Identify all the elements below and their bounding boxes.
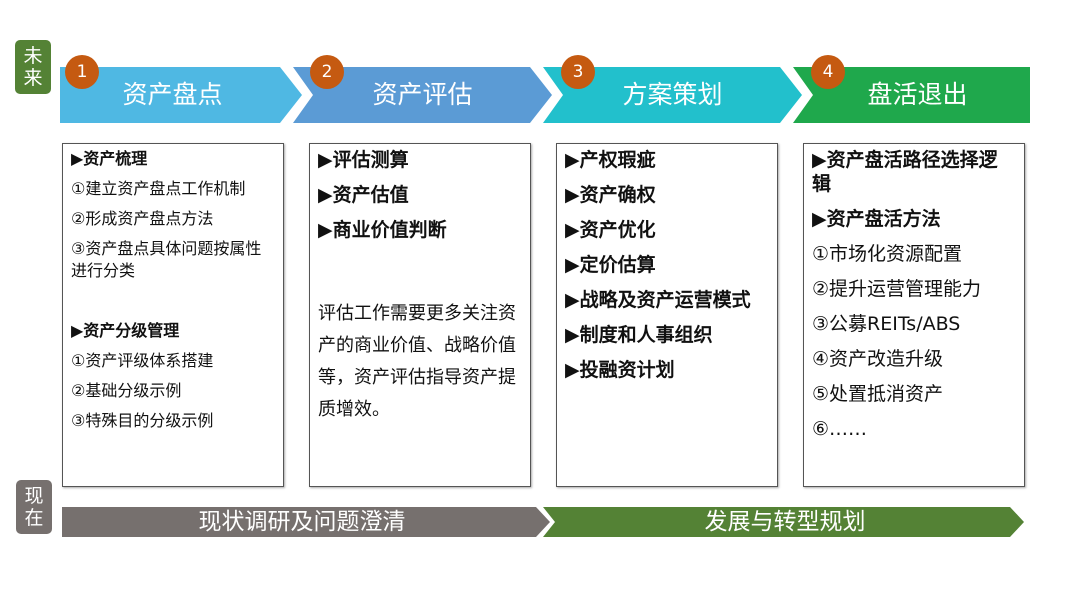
list-item: ②提升运营管理能力: [812, 278, 982, 300]
list-item: ③资产盘点具体问题按属性进行分类: [71, 239, 262, 280]
stage-title-1: 资产盘点: [122, 80, 223, 109]
list-item: ▶投融资计划: [565, 359, 675, 381]
future-label: 未来: [15, 40, 51, 94]
list-item: ⑥……: [812, 418, 868, 440]
list-item: ▶商业价值判断: [318, 219, 447, 241]
stage-box-1: ▶资产梳理 ①建立资产盘点工作机制 ②形成资产盘点方法 ③资产盘点具体问题按属性…: [62, 143, 284, 487]
stage-arrow-4: [793, 67, 1030, 123]
evaluation-paragraph: 评估工作需要更多关注资产的商业价值、战略价值等，资产评估指导资产提质增效。: [318, 303, 516, 420]
stage-arrow-2: [293, 67, 552, 123]
list-item: ③公募REITs/ABS: [812, 313, 961, 335]
list-item: ▶产权瑕疵: [565, 149, 656, 171]
list-item: ①资产评级体系搭建: [71, 351, 214, 370]
list-item: ▶战略及资产运营模式: [565, 289, 751, 311]
stage-box-3: ▶产权瑕疵 ▶资产确权 ▶资产优化 ▶定价估算 ▶战略及资产运营模式 ▶制度和人…: [556, 143, 778, 487]
list-item: ▶资产盘活方法: [812, 208, 941, 230]
list-item: ▶资产分级管理: [71, 321, 180, 340]
stage-badge-2: 2: [310, 55, 344, 89]
list-item: ①市场化资源配置: [812, 243, 963, 265]
stage-badge-3: 3: [561, 55, 595, 89]
list-item: ▶资产确权: [565, 184, 656, 206]
phase-current-label: 现状调研及问题澄清: [198, 509, 406, 535]
list-item: ②形成资产盘点方法: [71, 209, 214, 228]
list-item: ①建立资产盘点工作机制: [71, 179, 246, 198]
stage-title-2: 资产评估: [372, 80, 473, 109]
stage-arrow-3: [543, 67, 802, 123]
list-item: ▶定价估算: [565, 254, 656, 276]
present-label: 现在: [16, 480, 52, 534]
list-item: ▶资产优化: [565, 219, 656, 241]
stage-arrow-1: [60, 67, 302, 123]
stage-box-4: ▶资产盘活路径选择逻辑 ▶资产盘活方法 ①市场化资源配置 ②提升运营管理能力 ③…: [803, 143, 1025, 487]
list-item: ②基础分级示例: [71, 381, 182, 400]
stage-box-2: ▶评估测算 ▶资产估值 ▶商业价值判断 评估工作需要更多关注资产的商业价值、战略…: [309, 143, 531, 487]
phase-future-label: 发展与转型规划: [704, 509, 866, 535]
stage-badge-1: 1: [65, 55, 99, 89]
list-item: ▶资产梳理: [71, 149, 148, 168]
list-item: ▶制度和人事组织: [565, 324, 713, 346]
stage-title-4: 盘活退出: [867, 80, 968, 109]
list-item: ⑤处置抵消资产: [812, 383, 944, 405]
list-item: ▶资产估值: [318, 184, 409, 206]
list-item: ▶资产盘活路径选择逻辑: [812, 149, 998, 195]
stage-badge-4: 4: [811, 55, 845, 89]
phase-arrow-future: [543, 507, 1024, 537]
phase-arrow-current: [62, 507, 550, 537]
list-item: ③特殊目的分级示例: [71, 411, 214, 430]
stage-title-3: 方案策划: [622, 80, 723, 109]
list-item: ④资产改造升级: [812, 348, 944, 370]
list-item: ▶评估测算: [318, 149, 409, 171]
